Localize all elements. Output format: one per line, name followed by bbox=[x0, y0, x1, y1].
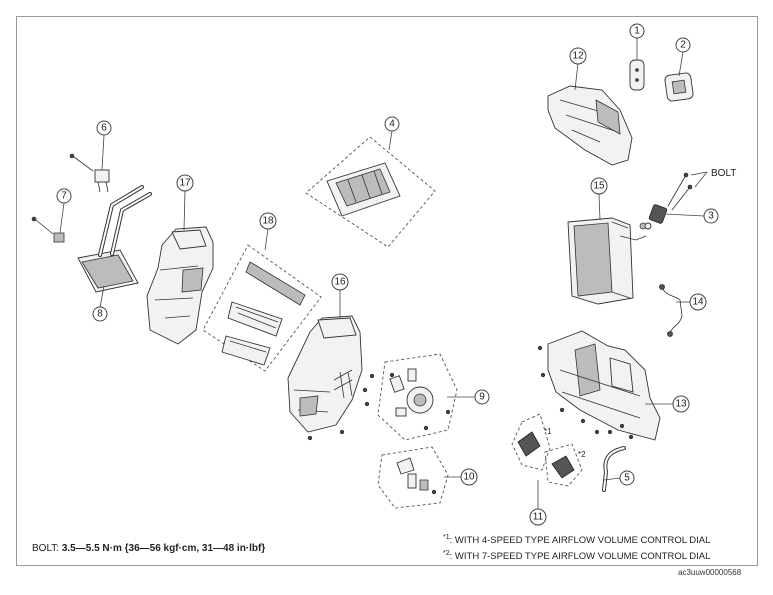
svg-text:14: 14 bbox=[692, 297, 704, 308]
svg-text:13: 13 bbox=[675, 399, 687, 410]
expansion-valve-part bbox=[644, 172, 693, 230]
svg-text:16: 16 bbox=[334, 277, 346, 288]
diagram-frame bbox=[16, 16, 758, 566]
gasket-part bbox=[664, 72, 694, 102]
callout-16: 16 bbox=[331, 273, 349, 291]
svg-text:5: 5 bbox=[624, 473, 630, 484]
drain-hose-part bbox=[602, 446, 626, 492]
callout-14: 14 bbox=[689, 293, 707, 311]
svg-text:2: 2 bbox=[680, 40, 686, 51]
footnote-1-mark: *1 bbox=[443, 534, 450, 541]
callout-5: 5 bbox=[619, 470, 635, 486]
callout-15: 15 bbox=[590, 177, 608, 195]
callout-2: 2 bbox=[675, 37, 691, 53]
bolt-spec-label: BOLT: bbox=[32, 543, 62, 554]
air-filter-part bbox=[305, 136, 436, 248]
callout-6: 6 bbox=[96, 120, 112, 136]
footnote-2: *2: WITH 7-SPEED TYPE AIRFLOW VOLUME CON… bbox=[443, 550, 710, 562]
evaporator-part bbox=[567, 217, 647, 305]
part-mark-1: *1 bbox=[544, 427, 552, 436]
footnote-2-text: : WITH 7-SPEED TYPE AIRFLOW VOLUME CONTR… bbox=[449, 551, 711, 563]
callout-18: 18 bbox=[259, 212, 277, 230]
callout-8: 8 bbox=[92, 306, 108, 322]
svg-text:15: 15 bbox=[593, 181, 605, 192]
svg-text:3: 3 bbox=[708, 211, 714, 222]
callout-12: 12 bbox=[569, 47, 587, 65]
part-mark-2: *2 bbox=[578, 450, 586, 459]
callout-17: 17 bbox=[176, 174, 194, 192]
svg-text:12: 12 bbox=[572, 51, 584, 62]
svg-text:7: 7 bbox=[61, 191, 67, 202]
core-clip-part bbox=[31, 216, 65, 243]
image-code: ac3uuw00000568 bbox=[678, 568, 742, 577]
callout-10: 10 bbox=[460, 468, 478, 486]
callout-13: 13 bbox=[672, 395, 690, 413]
callout-9: 9 bbox=[474, 389, 490, 405]
bolt-torque-spec: BOLT: 3.5—5.5 N·m {36—56 kgf·cm, 31—48 i… bbox=[32, 543, 265, 554]
footnote-1: *1: WITH 4-SPEED TYPE AIRFLOW VOLUME CON… bbox=[443, 534, 710, 546]
lower-case-part bbox=[537, 330, 661, 441]
svg-text:1: 1 bbox=[634, 26, 640, 37]
callout-4: 4 bbox=[384, 116, 400, 132]
svg-text:4: 4 bbox=[389, 119, 395, 130]
footnote-2-mark: *2 bbox=[443, 550, 450, 557]
temperature-sensor-part bbox=[659, 284, 683, 337]
blower-case-part bbox=[287, 315, 375, 441]
bolt-spec-value: 3.5—5.5 N·m {36—56 kgf·cm, 31—48 in·lbf} bbox=[61, 543, 266, 554]
svg-text:10: 10 bbox=[463, 472, 475, 483]
svg-text:8: 8 bbox=[97, 309, 103, 320]
callout-7: 7 bbox=[56, 188, 72, 204]
blower-resistor-part bbox=[511, 413, 583, 487]
pipe-clamp-part bbox=[69, 153, 110, 193]
heater-case-part bbox=[146, 226, 214, 345]
seal-part bbox=[629, 59, 645, 91]
actuator-set-part bbox=[377, 353, 458, 441]
link-set-part bbox=[377, 446, 449, 509]
svg-text:11: 11 bbox=[533, 512, 544, 523]
callout-3: 3 bbox=[703, 208, 719, 224]
svg-text:6: 6 bbox=[101, 123, 107, 134]
footnote-1-text: : WITH 4-SPEED TYPE AIRFLOW VOLUME CONTR… bbox=[449, 535, 711, 547]
heater-core-part bbox=[77, 185, 152, 293]
svg-text:18: 18 bbox=[262, 216, 274, 227]
callout-1: 1 bbox=[629, 23, 645, 39]
mode-doors-part bbox=[202, 244, 322, 372]
svg-text:9: 9 bbox=[479, 392, 485, 403]
callout-11: 11 bbox=[529, 508, 547, 526]
intake-duct-part bbox=[547, 85, 633, 166]
svg-text:17: 17 bbox=[179, 178, 191, 189]
bolt-label: BOLT bbox=[711, 168, 736, 179]
